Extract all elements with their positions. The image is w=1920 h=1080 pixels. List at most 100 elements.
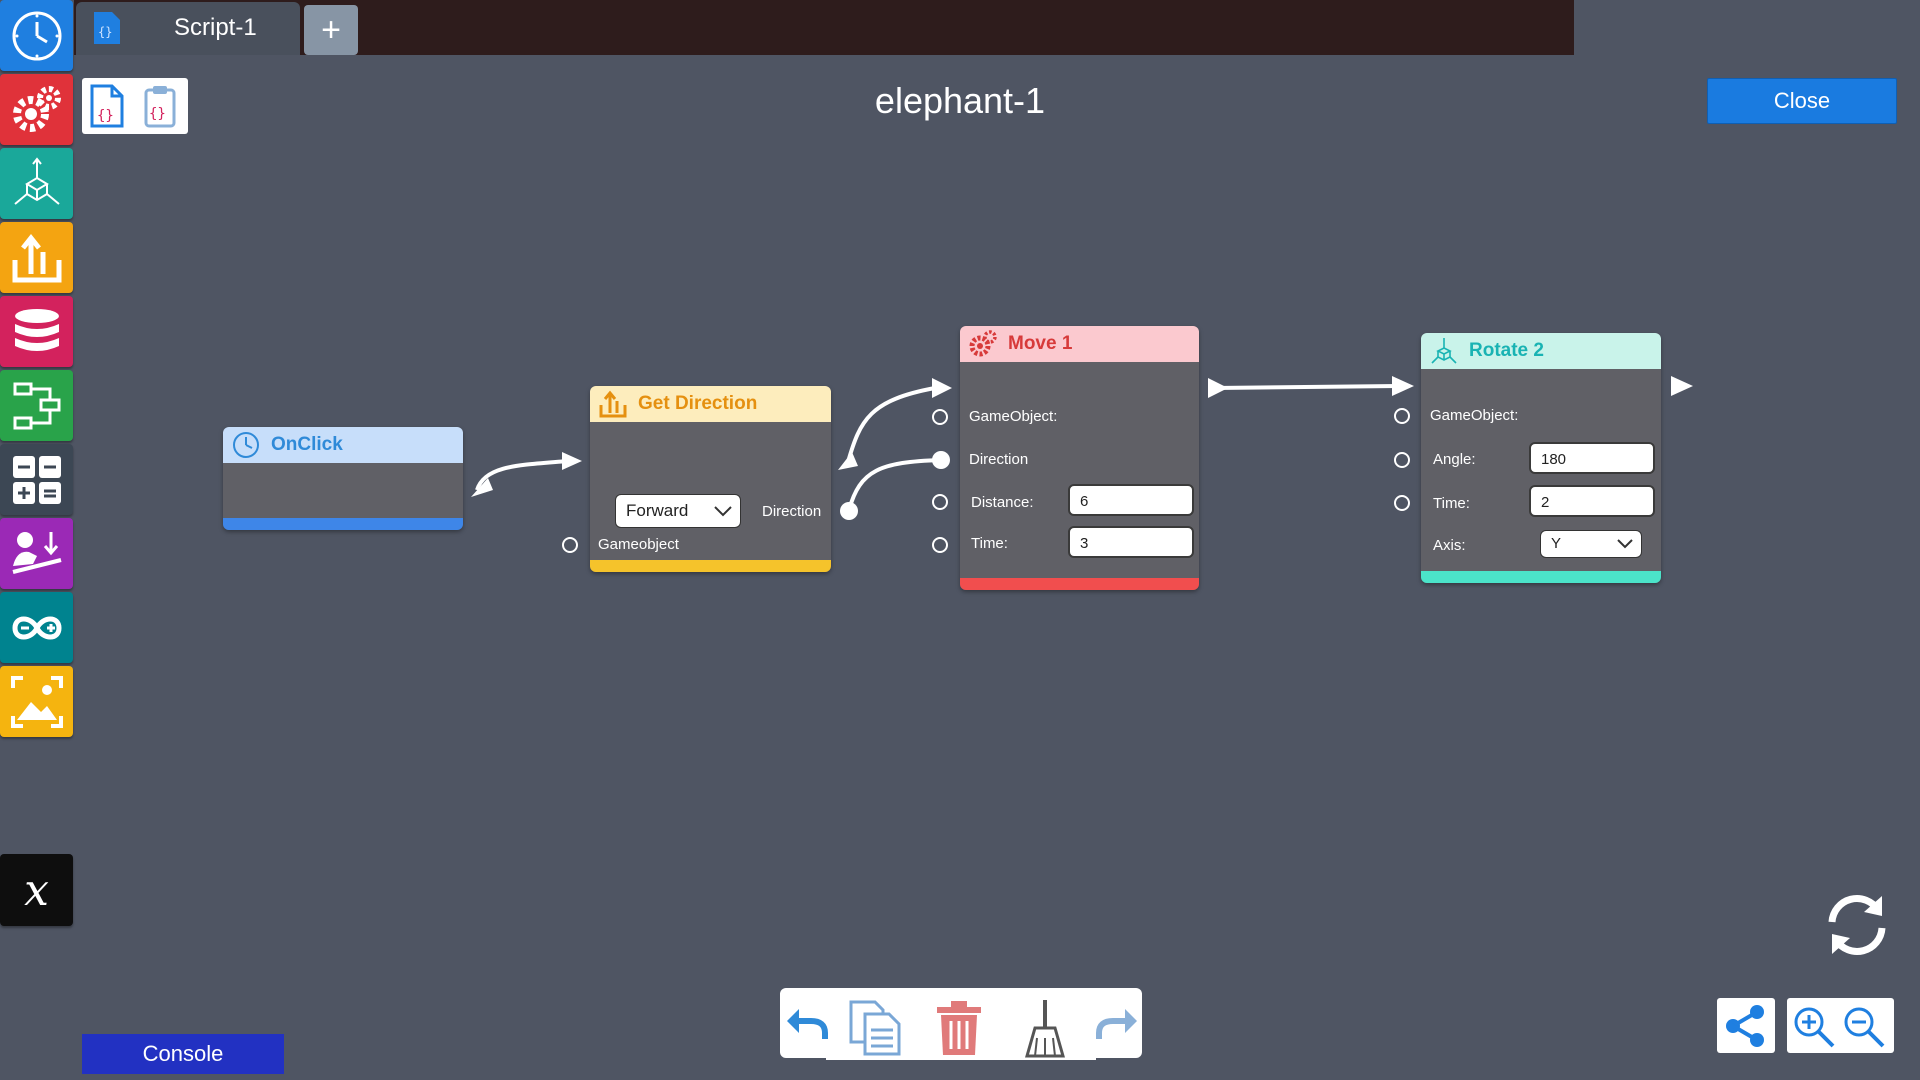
flow-link-getdirection-move (846, 386, 936, 463)
category-physics-button[interactable] (0, 518, 73, 589)
gameobject-input-port[interactable] (562, 537, 578, 553)
rotate-gameobject-label: GameObject: (1430, 407, 1519, 424)
zoom-out-icon[interactable] (1843, 1006, 1887, 1048)
category-flow-button[interactable] (0, 370, 73, 441)
move-node-footer (960, 578, 1199, 590)
rotate-angle-input[interactable]: 180 (1529, 442, 1655, 474)
undo-icon (787, 1009, 828, 1039)
svg-text:{}: {} (98, 25, 112, 39)
arduino-icon (11, 616, 62, 639)
rotate-node-title: Rotate 2 (1469, 340, 1544, 361)
rotate-node-footer (1421, 571, 1661, 583)
onclick-node[interactable]: OnClick (223, 427, 463, 530)
category-events-button[interactable] (0, 0, 73, 71)
undo-button[interactable] (782, 995, 832, 1055)
move-direction-port[interactable] (932, 451, 950, 469)
upload-icon (12, 233, 61, 282)
gears-icon (969, 330, 997, 357)
rotate-output-arrow-icon (1671, 376, 1693, 396)
data-link-direction (847, 458, 942, 511)
rotate-angle-port[interactable] (1394, 452, 1410, 468)
copy-button[interactable] (842, 995, 908, 1061)
paste-script-icon[interactable]: {} (140, 84, 180, 128)
onclick-node-footer (223, 518, 463, 530)
category-arduino-button[interactable] (0, 592, 73, 663)
get-direction-node-header[interactable]: Get Direction (590, 386, 831, 422)
direction-output-port[interactable] (840, 502, 858, 520)
redo-button[interactable] (1092, 995, 1142, 1055)
category-sensing-button[interactable] (0, 222, 73, 293)
move-node-title: Move 1 (1008, 333, 1073, 354)
trash-icon (937, 1001, 981, 1055)
move-time-label: Time: (971, 535, 1008, 552)
redo-icon (1096, 1009, 1137, 1039)
move-time-port[interactable] (932, 537, 948, 553)
physics-icon (12, 531, 61, 574)
gears-icon (12, 85, 61, 132)
move-node-header[interactable]: Move 1 (960, 326, 1199, 362)
rotate-time-label: Time: (1433, 495, 1470, 512)
script-tab[interactable]: {} (76, 2, 300, 55)
arrow-head-icon (471, 478, 493, 497)
get-direction-node[interactable]: Get Direction Forward Direction Gameobje… (590, 386, 831, 572)
database-icon (14, 308, 59, 351)
svg-text:{}: {} (149, 106, 166, 122)
share-icon (1726, 1005, 1764, 1047)
rotate-time-port[interactable] (1394, 495, 1410, 511)
clear-button[interactable] (1016, 995, 1074, 1061)
move-distance-port[interactable] (932, 494, 948, 510)
axes-icon (1431, 338, 1457, 364)
svg-text:{}: {} (97, 108, 114, 124)
chevron-down-icon (714, 506, 732, 517)
move-time-input[interactable]: 3 (1068, 526, 1194, 558)
direction-output-label: Direction (762, 503, 822, 520)
category-data-button[interactable] (0, 296, 73, 367)
direction-dropdown-value: Forward (626, 501, 689, 520)
zoom-in-icon[interactable] (1793, 1006, 1837, 1048)
get-direction-node-footer (590, 560, 831, 572)
move-distance-input[interactable]: 6 (1068, 484, 1194, 516)
calculator-icon (12, 455, 61, 504)
upload-icon (599, 390, 627, 418)
broom-icon (1025, 1000, 1065, 1058)
script-file-icon: {} (94, 12, 120, 44)
script-file-tools: {} {} (82, 78, 188, 134)
rotate-node[interactable]: Rotate 2 GameObject: Angle: 180 Time: 2 … (1421, 333, 1661, 583)
category-math-button[interactable] (0, 444, 73, 515)
arrow-head-icon (1392, 376, 1414, 396)
category-actions-button[interactable] (0, 74, 73, 145)
flow-link-onclick-getdirection (475, 459, 569, 491)
variables-button[interactable]: x (0, 854, 73, 926)
arrow-head-icon (838, 452, 858, 470)
rotate-angle-label: Angle: (1433, 451, 1476, 468)
add-tab-button[interactable]: + (304, 5, 358, 55)
rotate-axis-dropdown[interactable]: Y (1540, 530, 1642, 558)
refresh-icon[interactable] (1822, 890, 1892, 960)
move-gameobject-port[interactable] (932, 409, 948, 425)
category-media-button[interactable] (0, 666, 73, 737)
script-tab-label: Script-1 (174, 14, 257, 41)
category-transform-button[interactable] (0, 148, 73, 219)
delete-button[interactable] (930, 995, 988, 1061)
flow-link-move-rotate (1214, 384, 1401, 390)
copy-icon (849, 1000, 901, 1056)
rotate-axis-value: Y (1551, 535, 1562, 552)
close-button[interactable]: Close (1707, 78, 1897, 124)
export-script-icon[interactable]: {} (88, 84, 128, 128)
rotate-node-header[interactable]: Rotate 2 (1421, 333, 1661, 369)
axes-icon (13, 156, 60, 205)
arrow-head-icon (562, 452, 582, 470)
onclick-node-header[interactable]: OnClick (223, 427, 463, 463)
arrow-head-icon (932, 378, 952, 398)
clock-icon (12, 11, 61, 60)
zoom-controls (1787, 998, 1894, 1053)
console-button[interactable]: Console (82, 1034, 284, 1074)
arrow-head-icon (1208, 378, 1228, 398)
share-button[interactable] (1717, 998, 1775, 1053)
direction-dropdown[interactable]: Forward (615, 494, 741, 528)
flow-icon (13, 382, 60, 429)
move-node[interactable]: Move 1 GameObject: Direction Distance: 6… (960, 326, 1199, 590)
rotate-time-input[interactable]: 2 (1529, 485, 1655, 517)
rotate-gameobject-port[interactable] (1394, 408, 1410, 424)
